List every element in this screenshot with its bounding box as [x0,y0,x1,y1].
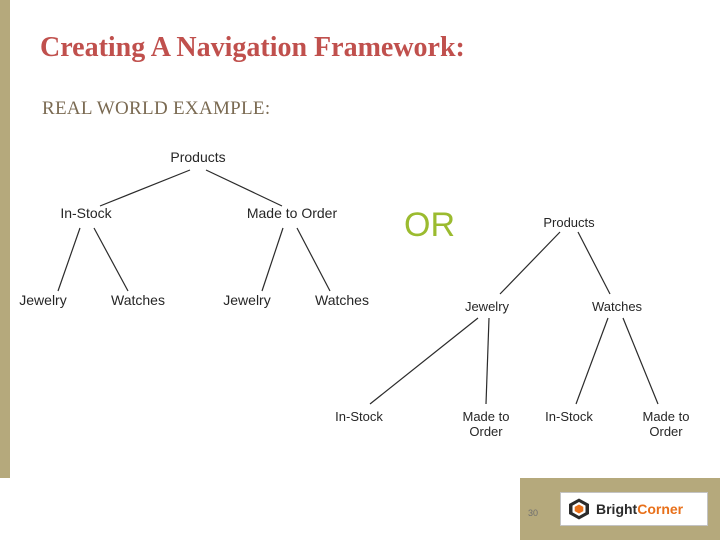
right-tree-level3-in-stock-1: In-Stock [335,409,383,424]
brightcorner-logo: BrightCorner [560,492,708,526]
left-tree-level3-jewelry-2: Jewelry [223,292,271,308]
left-tree-level3-jewelry-1: Jewelry [19,292,67,308]
left-tree-level3-watches-2: Watches [315,292,369,308]
left-tree-level3-watches-1: Watches [111,292,165,308]
diagram-connector-lines [57,169,659,405]
left-tree-root: Products [170,149,226,165]
right-tree-root: Products [543,215,595,230]
page-number: 30 [528,508,539,518]
left-tree-level2-in-stock: In-Stock [60,205,112,221]
page-subtitle: REAL WORLD EXAMPLE: [42,98,271,119]
left-tree-level2-made-to-order: Made to Order [246,205,338,221]
logo-text: BrightCorner [596,501,683,517]
right-tree-level3-made-to-order-1: Made to Order [462,409,510,439]
right-tree-level2-watches: Watches [591,299,643,314]
footer-white-area [0,478,520,540]
left-accent-bar [0,0,10,540]
or-separator-label: OR [404,206,455,244]
right-tree-level3-made-to-order-2: Made to Order [642,409,690,439]
navigation-framework-diagram: Products In-Stock Made to Order Jewelry … [0,136,720,466]
logo-text-accent: Corner [637,501,684,517]
logo-text-primary: Bright [596,501,638,517]
right-tree-level2-jewelry: Jewelry [464,299,510,314]
hexagon-logo-icon [567,497,591,521]
right-tree-level3-in-stock-2: In-Stock [545,409,593,424]
page-title: Creating A Navigation Framework: [40,32,465,63]
